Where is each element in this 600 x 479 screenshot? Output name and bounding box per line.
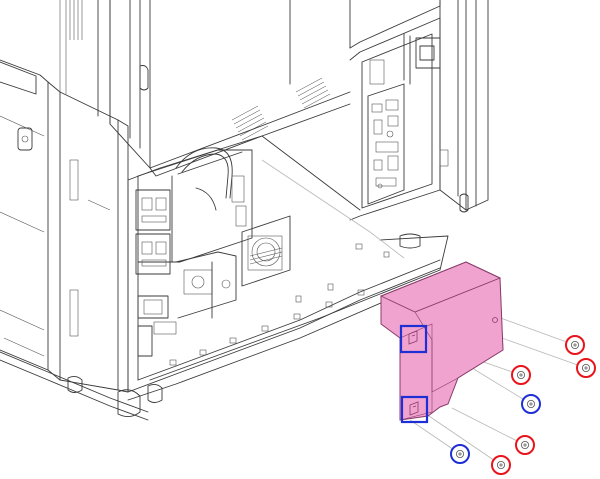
screw-callouts bbox=[450, 335, 596, 475]
mounting-bracket bbox=[379, 261, 504, 421]
screw-1-callout bbox=[565, 335, 585, 355]
screw-3-callout bbox=[511, 365, 531, 385]
rail-holes bbox=[169, 243, 390, 366]
bracket-plate bbox=[380, 261, 504, 421]
power-supply-unit bbox=[135, 147, 291, 357]
highlight-boxes bbox=[399, 324, 429, 424]
upper-tab-highlight bbox=[399, 324, 428, 354]
latch-bracket-icon bbox=[415, 37, 441, 69]
front-left-cover bbox=[59, 0, 129, 393]
door-latch-icon bbox=[17, 127, 33, 151]
caster-icon bbox=[117, 389, 141, 417]
power-inlet-icon bbox=[137, 295, 177, 357]
screw-4-callout bbox=[521, 394, 541, 414]
vent-grille-icon bbox=[231, 77, 331, 141]
screw-5-callout bbox=[515, 435, 535, 455]
screw-7-callout bbox=[491, 455, 511, 475]
screw-2-callout bbox=[576, 358, 596, 378]
upper-body-panel bbox=[109, 0, 441, 177]
right-cabinet bbox=[349, 0, 489, 221]
fan-icon bbox=[241, 215, 291, 287]
screw-6-callout bbox=[450, 444, 470, 464]
lower-tab-highlight bbox=[400, 395, 429, 424]
breaker-panel-icon bbox=[135, 189, 171, 275]
circuit-board-icon bbox=[371, 99, 399, 189]
left-side-cover bbox=[0, 59, 149, 421]
